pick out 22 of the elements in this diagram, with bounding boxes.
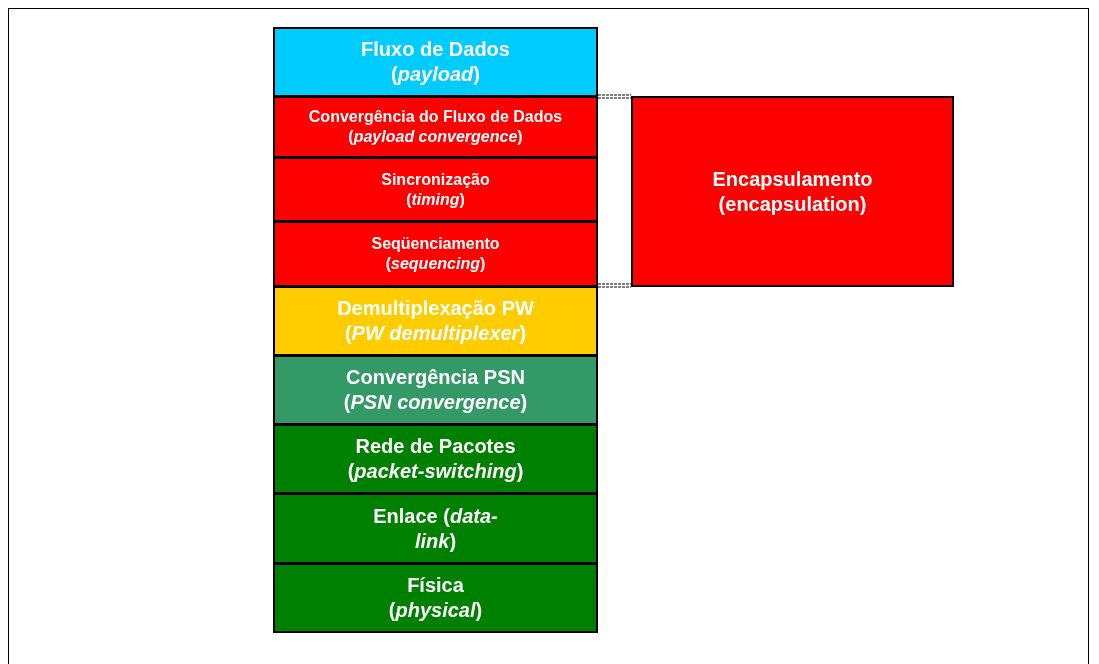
layer-box: [273, 493, 598, 564]
layer-label: Rede de Pacotes (packet-switching): [346, 434, 525, 484]
layer-label: Enlace (data-link): [373, 503, 498, 554]
connector-line: [597, 94, 632, 99]
layer-box: [631, 96, 954, 287]
layer-label: Sincronização (timing): [380, 169, 491, 210]
layer-box: [273, 563, 598, 633]
layer-label: Fluxo de Dados (payload): [360, 37, 511, 87]
layer-box: [273, 221, 598, 287]
layer-label: Seqüenciamento (sequencing): [370, 234, 501, 274]
connector-line: [597, 283, 632, 288]
layer-label: Física (physical): [387, 573, 484, 623]
layer-box: [273, 27, 598, 97]
layer-label: Demultiplexação PW (PW demultiplexer): [336, 296, 535, 346]
layer-box: [273, 157, 598, 222]
layer-label: Encapsulamento (encapsulation): [711, 166, 874, 217]
layer-box: [273, 286, 598, 356]
layer-label: Convergência PSN (PSN convergence): [342, 365, 529, 415]
layer-box: [273, 96, 598, 158]
layer-box: [273, 355, 598, 425]
layer-label: Convergência do Fluxo de Dados (payload convergence): [307, 107, 564, 147]
layer-box: [273, 424, 598, 494]
